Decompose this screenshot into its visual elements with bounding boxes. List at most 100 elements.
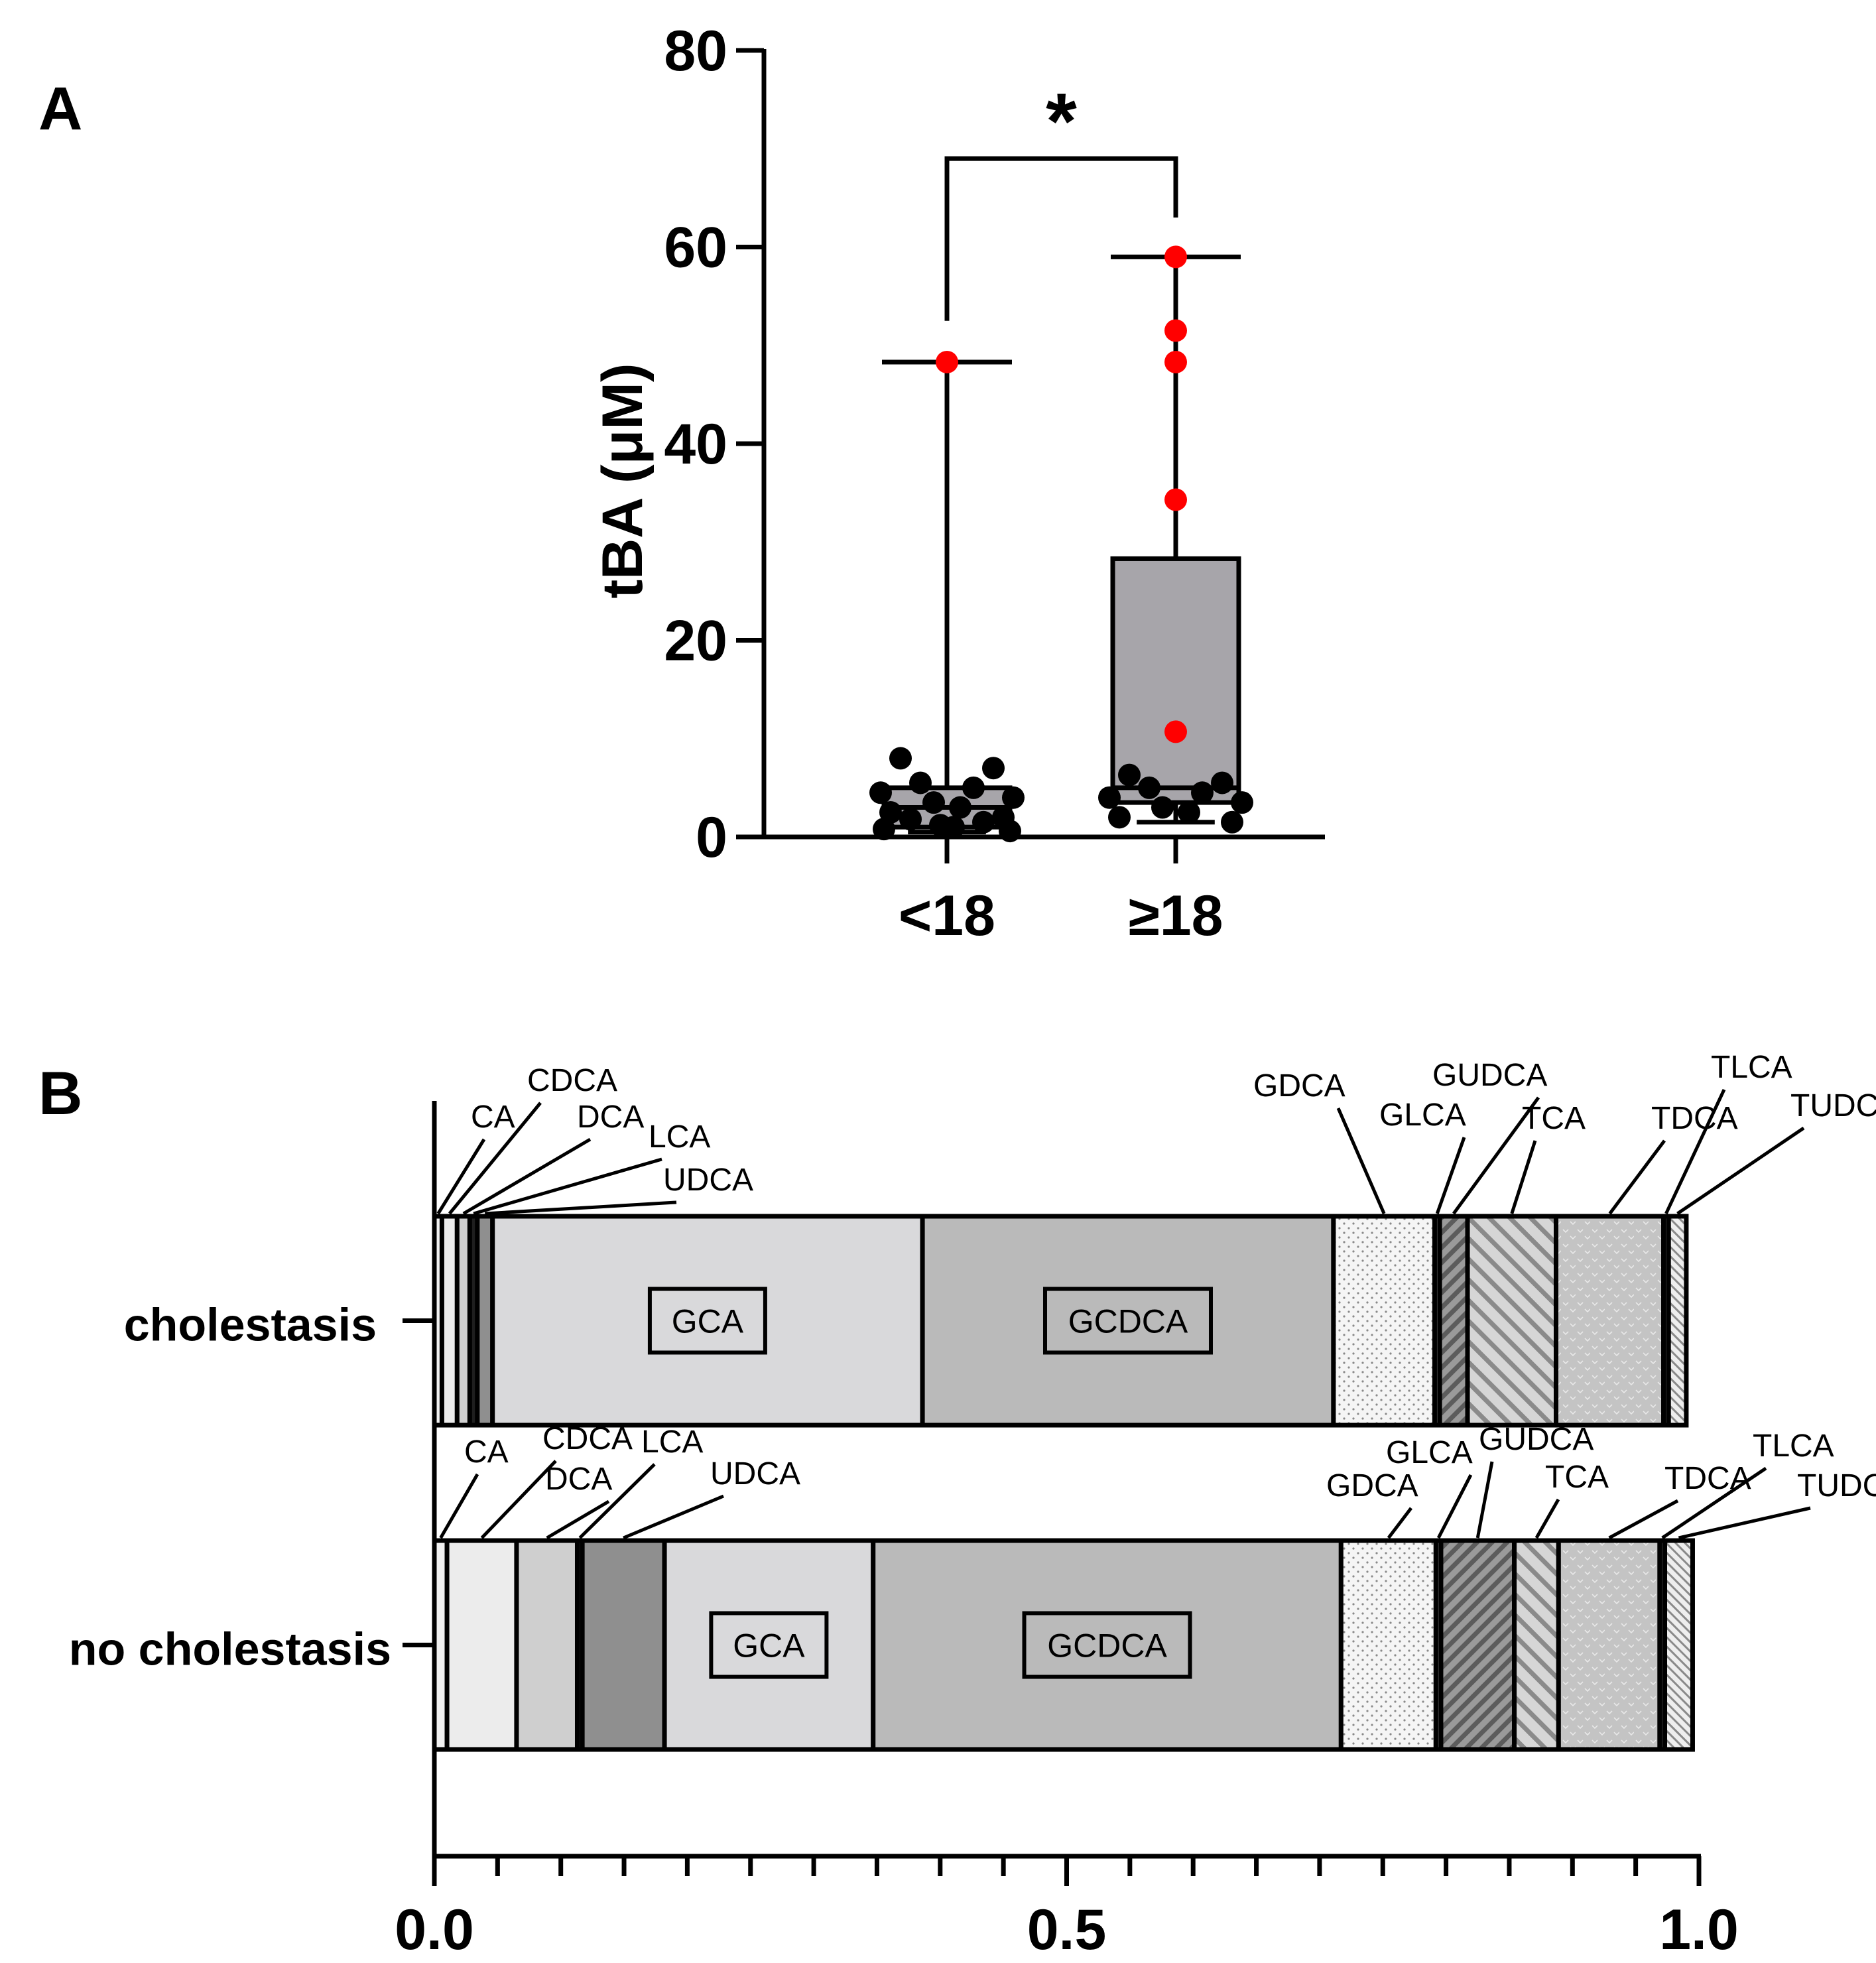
callout-leader [1510, 1140, 1537, 1214]
x-tick-label: 0.5 [1027, 1898, 1107, 1962]
y-tick-label: 20 [664, 609, 727, 673]
callout-leader [1534, 1498, 1560, 1539]
point-group [869, 245, 1253, 843]
data-point [922, 791, 945, 814]
segment-label: GCDCA [1068, 1303, 1188, 1340]
segment-callout-label: GLCA [1386, 1435, 1473, 1470]
bar-segment [514, 1538, 580, 1752]
box-group [881, 254, 1241, 835]
segment-callout-label: TUDCA [1797, 1468, 1876, 1503]
bar-segment [871, 1538, 1344, 1752]
callout-leader [439, 1473, 479, 1539]
data-point [982, 757, 1005, 780]
x-tick-label: 0.0 [395, 1898, 474, 1962]
x-tick-label: <18 [899, 884, 995, 948]
bar-segment [1512, 1538, 1561, 1752]
data-point [1164, 350, 1187, 373]
box [1110, 556, 1241, 805]
segment-callout-label: GDCA [1326, 1468, 1418, 1503]
callout-leader [1387, 1507, 1412, 1539]
segment-callout-label: GLCA [1379, 1098, 1466, 1133]
y-tick-label: 60 [664, 216, 727, 280]
bar-segment [1437, 1214, 1470, 1428]
segment-callout-label: TCA [1522, 1101, 1586, 1136]
segment-callout-label: TLCA [1753, 1428, 1834, 1464]
callout-leader [578, 1463, 656, 1539]
bar-group [432, 1214, 1695, 1752]
data-point [909, 771, 932, 794]
data-point [1138, 776, 1160, 799]
data-point [942, 816, 965, 839]
callout-leader [436, 1138, 486, 1215]
bar-segment [1666, 1214, 1689, 1428]
data-point [1118, 763, 1141, 787]
callout-leader [1436, 1474, 1473, 1539]
data-point [1164, 720, 1187, 743]
data-point [999, 820, 1021, 843]
segment-callout-label: UDCA [710, 1456, 800, 1491]
callout-leader [462, 1137, 592, 1216]
callout-leader [546, 1499, 610, 1540]
data-point [1002, 786, 1025, 809]
significance-label: * [1046, 77, 1077, 166]
bar-segment [444, 1538, 519, 1752]
data-point [1098, 786, 1121, 809]
data-point [972, 810, 995, 834]
callout-leader [623, 1494, 724, 1540]
data-point [1164, 488, 1187, 511]
callout-leader [1608, 1499, 1679, 1540]
data-point [1211, 771, 1233, 794]
segment-callout-label: LCA [649, 1119, 710, 1155]
segment-label-box [1022, 1611, 1192, 1679]
data-point [1178, 800, 1200, 824]
segment-callout-label: CDCA [527, 1063, 617, 1098]
bar-segment [1438, 1538, 1517, 1752]
data-point [1164, 319, 1187, 342]
segment-label: GCA [672, 1303, 744, 1340]
bar-segment [1465, 1214, 1559, 1428]
data-point [869, 781, 892, 804]
segment-callout-label: UDCA [663, 1163, 753, 1198]
segment-callout-label: DCA [545, 1462, 612, 1497]
panel-label-a: A [38, 75, 82, 143]
callout-leader [1664, 1088, 1726, 1215]
bracket-line [944, 156, 1178, 321]
segment-callout-label: LCA [641, 1425, 703, 1460]
bar-segment [1662, 1538, 1695, 1752]
data-point [949, 796, 971, 819]
callout-leader [448, 1102, 542, 1215]
segment-callout-label: GUDCA [1432, 1058, 1547, 1093]
callout-leader [1608, 1139, 1666, 1215]
data-point [962, 776, 985, 799]
callout-leader [1678, 1506, 1811, 1540]
segment-label: GCDCA [1047, 1627, 1167, 1665]
segment-callout-label: TLCA [1711, 1050, 1792, 1085]
segment-callout-label: TDCA [1664, 1461, 1751, 1496]
callout-leader [1661, 1466, 1767, 1540]
x-tick-label: 1.0 [1659, 1898, 1739, 1962]
x-tick-label: ≥18 [1129, 884, 1223, 948]
segment-label: GCA [733, 1627, 805, 1665]
segment-callout-label: CA [471, 1100, 515, 1135]
data-point [1191, 781, 1214, 804]
data-point [1231, 791, 1253, 814]
data-point [1164, 245, 1187, 269]
segment-label-box [709, 1611, 829, 1679]
bar-segment [580, 1538, 667, 1752]
segment-callout-label: DCA [577, 1100, 644, 1135]
callout-leader [473, 1157, 662, 1216]
bar-segment [490, 1214, 925, 1428]
data-point [889, 747, 912, 770]
bar-segment [1554, 1214, 1666, 1428]
segment-callout-label: CA [464, 1434, 509, 1470]
data-point [1221, 810, 1243, 834]
y-tick-label: 40 [664, 412, 727, 476]
y-axis-title: tBA (μM) [591, 363, 655, 598]
data-point [1108, 806, 1131, 829]
y-tick-label: 0 [696, 806, 727, 869]
